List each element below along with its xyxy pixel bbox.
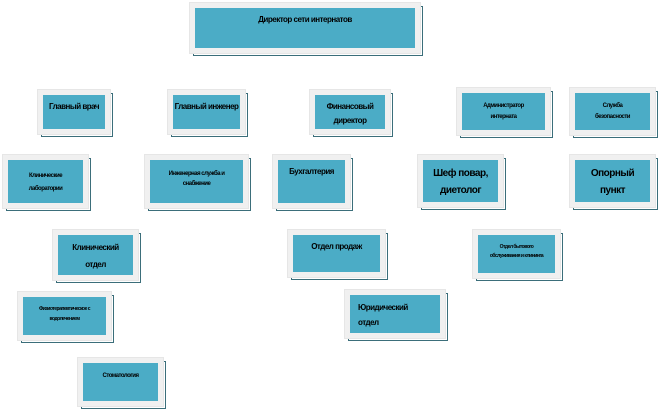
node-label: Инженерная служба и снабжение: [168, 171, 225, 188]
node-label: Отдел бытового обслуживания и клининга: [489, 244, 544, 259]
node-label: Клинические лаборатории: [28, 173, 63, 193]
node-label: Шеф повар, диетолог: [433, 168, 488, 196]
node-director: Директор сети интернатов: [189, 2, 421, 54]
node-sales-dept: Отдел продаж: [287, 229, 386, 278]
node-chief-doctor: Главный врач: [37, 89, 111, 135]
node-label: Служба безопасности: [594, 103, 631, 121]
node-label: Главный инженер: [174, 102, 239, 111]
node-boarding-admin: Администратор интерната: [456, 87, 551, 136]
node-label: Администратор интерната: [483, 103, 524, 121]
node-clinical-labs: Клинические лаборатории: [2, 154, 89, 209]
node-financial-director: Финансовый директор: [309, 89, 391, 135]
node-label: Опорный пункт: [590, 168, 635, 196]
node-label: Главный врач: [48, 102, 100, 111]
node-physiotherapy: Физиотерапевтическое с водолечением: [17, 291, 112, 341]
node-support-point: Опорный пункт: [569, 154, 656, 208]
node-accounting: Бухгалтерия: [272, 154, 351, 209]
node-chef: Шеф повар, диетолог: [417, 154, 504, 208]
node-household-dept: Отдел бытового обслуживания и клининга: [472, 229, 561, 279]
node-chief-engineer: Главный инженер: [167, 89, 246, 135]
node-label: Отдел продаж: [311, 242, 362, 251]
node-label: Бухгалтерия: [289, 167, 334, 176]
node-dentistry: Стоматология: [77, 357, 164, 407]
node-label: Физиотерапевтическое с водолечением: [38, 306, 91, 322]
node-clinical-dept: Клинический отдел: [52, 229, 139, 281]
node-label: Юридический отдел: [358, 303, 408, 328]
node-engineering-supply: Инженерная служба и снабжение: [144, 154, 249, 209]
node-label: Клинический отдел: [72, 243, 119, 269]
node-security: Служба безопасности: [569, 87, 656, 136]
node-label: Стоматология: [102, 373, 139, 379]
node-label: Директор сети интернатов: [258, 15, 352, 24]
node-label: Финансовый директор: [326, 102, 374, 125]
node-legal-dept: Юридический отдел: [344, 289, 446, 339]
